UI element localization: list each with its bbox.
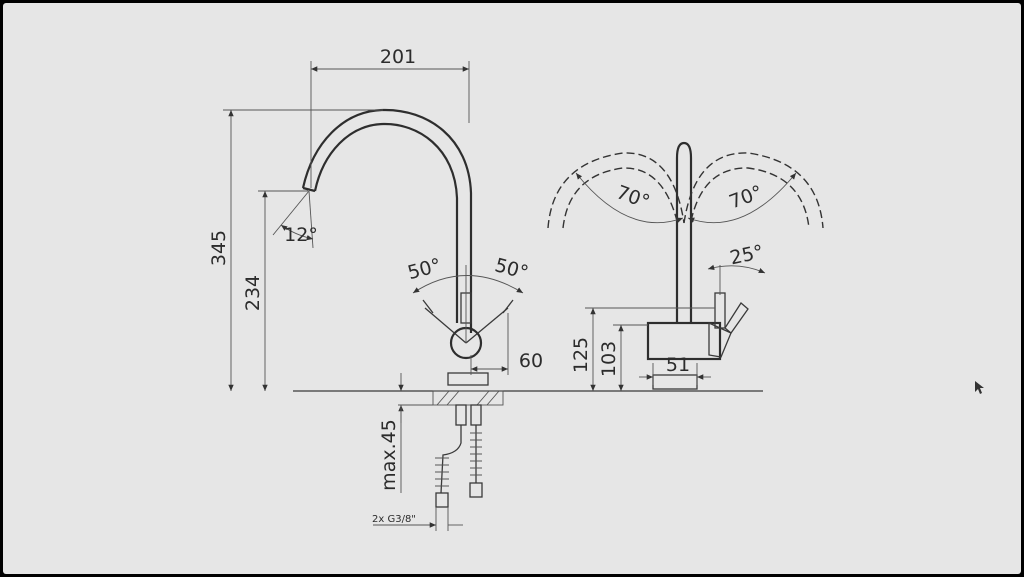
dim-swivel-right-label: 70° [726, 181, 765, 213]
front-view: 201 345 234 12° 50° 50° 60 [208, 46, 763, 531]
side-spout-column [675, 141, 693, 323]
dim-lever-height-label: 103 [598, 341, 620, 377]
lever-right [465, 307, 509, 344]
swivel-right-arc [687, 172, 797, 224]
countertop-section [432, 390, 504, 406]
lever-left-handle [422, 299, 434, 314]
dim-base-offset-label: 60 [519, 350, 543, 372]
side-body-block [646, 321, 722, 361]
dim-lever-tilt-label: 25° [728, 241, 766, 270]
lever-angle-arc [412, 275, 524, 294]
dim-lever-left-label: 50° [405, 254, 443, 284]
supply-hoses [435, 404, 483, 508]
dim-spout-height-label: 234 [242, 275, 264, 311]
spout-tip [302, 186, 316, 193]
lever-right-handle [502, 299, 514, 314]
swivel-left-arc [575, 172, 684, 224]
lever-tilt-arc [707, 264, 766, 274]
spout-outline [301, 108, 473, 333]
monitor-screen: 201 345 234 12° 50° 50° 60 [3, 3, 1021, 574]
dim-max-mount-label: max.45 [378, 419, 400, 491]
faucet-base [447, 372, 489, 386]
spout-angle-line [272, 190, 310, 236]
side-lever-tilted [724, 302, 749, 334]
dim-width-label: 201 [380, 46, 416, 68]
side-view: 70° 70° 25° 125 103 [547, 141, 824, 391]
dim-lever-right-label: 50° [492, 254, 530, 284]
mouse-cursor-icon [975, 381, 984, 394]
spout-angle-arc [280, 224, 314, 241]
dim-connection-label: 2x G3/8" [372, 514, 416, 525]
spout-inner-outline [313, 122, 459, 323]
dim-spout-angle-label: 12° [284, 224, 318, 246]
side-lever-housing [708, 321, 732, 358]
lever-left [424, 307, 467, 344]
dim-body-height-label: 125 [570, 337, 592, 373]
swivel-left-outer [547, 152, 685, 229]
dim-total-height-label: 345 [208, 230, 230, 266]
side-base [652, 374, 698, 390]
dim-swivel-left-label: 70° [613, 181, 652, 213]
faucet-technical-drawing: 201 345 234 12° 50° 50° 60 [208, 46, 984, 531]
dim-base-width-label: 51 [666, 354, 690, 376]
